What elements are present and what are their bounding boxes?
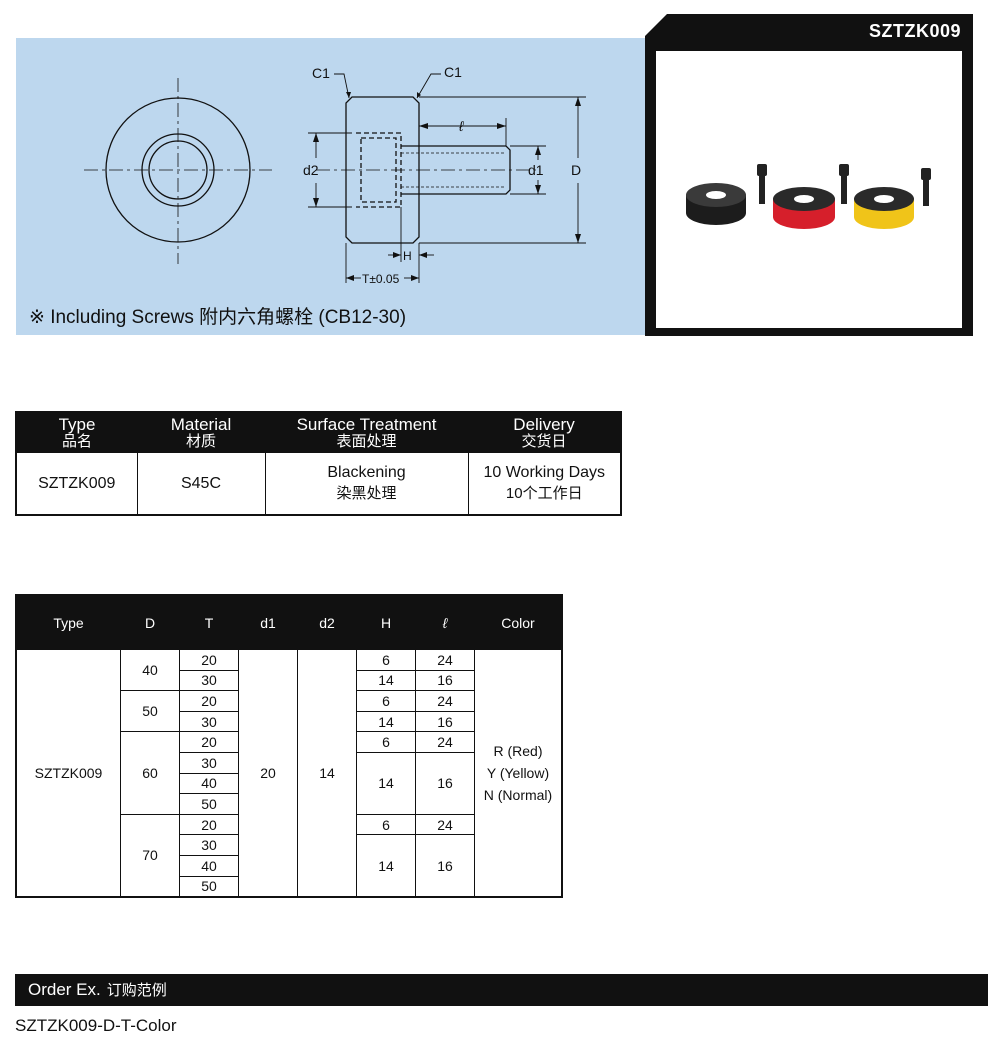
ell-label: ℓ [458, 118, 464, 134]
dim-ell: 16 [415, 834, 475, 898]
technical-drawing: C1 C1 ℓ d2 d1 D H T±0.05 [84, 64, 586, 286]
dim-H: 6 [356, 731, 416, 753]
dim-header-T: T [179, 595, 239, 650]
yellow-ring [854, 187, 914, 229]
dim-ell: 16 [415, 710, 475, 733]
black-screw-3 [921, 168, 931, 206]
spec-type: SZTZK009 [15, 452, 138, 516]
c1-right-label: C1 [444, 64, 462, 80]
dim-header-ell: ℓ [415, 595, 475, 650]
dim-colors: R (Red) Y (Yellow) N (Normal) [474, 649, 563, 898]
arrowheads [313, 92, 581, 281]
d1-label: d1 [528, 162, 544, 178]
spec-material: S45C [136, 452, 266, 516]
table-row: 30 14 16 [16, 669, 562, 692]
black-screw-1 [757, 164, 767, 204]
dim-header-H: H [356, 595, 416, 650]
dim-D: 50 [120, 690, 180, 733]
front-view [84, 78, 272, 264]
dim-T: 30 [179, 669, 239, 692]
dim-d1: 20 [238, 649, 298, 898]
table-row: 60 20 6 24 [16, 731, 562, 815]
black-screw-2 [839, 164, 849, 204]
dim-H: 6 [356, 649, 416, 671]
dim-H: 14 [356, 710, 416, 733]
dim-header-type: Type [15, 595, 121, 650]
dim-T: 20 [179, 731, 239, 753]
product-photo-frame: SZTZK009 [645, 14, 973, 336]
dim-T: 50 [179, 875, 239, 898]
dim-H: 14 [356, 834, 416, 898]
dimension-table: Type D T d1 d2 H ℓ Color SZTZK009 40 20 … [15, 594, 563, 899]
table-row: 30 14 16 [16, 710, 562, 733]
dim-T: 40 [179, 772, 239, 795]
table-row: 30 14 16 [16, 751, 562, 815]
dim-T: 30 [179, 710, 239, 733]
dim-ell: 24 [415, 690, 475, 712]
dim-T: 20 [179, 649, 239, 671]
order-title-en: Order Ex. [28, 980, 101, 999]
color-yellow: Y (Yellow) [486, 765, 550, 782]
table-row: 50 20 6 24 [16, 690, 562, 733]
dim-header-color: Color [474, 595, 562, 650]
dim-T: 20 [179, 813, 239, 836]
order-example-header: Order Ex. 订购范例 [15, 974, 988, 1006]
dim-header-d1: d1 [238, 595, 298, 650]
product-code-title: SZTZK009 [868, 21, 961, 41]
dim-header-d2: d2 [297, 595, 357, 650]
dim-header-D: D [120, 595, 180, 650]
dim-ell: 16 [415, 751, 475, 815]
dim-type: SZTZK009 [15, 649, 121, 898]
table-row: SZTZK009 40 20 20 14 6 24 R (Red) Y (Yel… [15, 648, 563, 898]
dim-D: 40 [120, 648, 180, 692]
rings-illustration [686, 164, 931, 229]
T-label: T±0.05 [362, 272, 400, 286]
table-row: 40 [16, 772, 562, 795]
product-photo [656, 51, 962, 328]
table-row: 30 14 16 [16, 834, 562, 898]
dim-T: 50 [179, 793, 239, 815]
c1-left-label: C1 [312, 65, 330, 81]
order-example-code: SZTZK009-D-T-Color [15, 1016, 177, 1035]
technical-drawing-panel: C1 C1 ℓ d2 d1 D H T±0.05 ※ Including Scr… [16, 38, 646, 335]
dim-D: 60 [120, 731, 180, 815]
table-row: 50 [16, 875, 562, 898]
dim-H: 14 [356, 751, 416, 815]
side-view [308, 73, 586, 283]
dim-D: 70 [120, 813, 180, 898]
dim-ell: 24 [415, 649, 475, 671]
dim-H: 14 [356, 669, 416, 692]
dim-ell: 16 [415, 669, 475, 692]
dim-T: 30 [179, 834, 239, 856]
D-label: D [571, 162, 581, 178]
color-normal: N (Normal) [483, 787, 553, 804]
red-ring [773, 187, 835, 229]
dim-T: 30 [179, 751, 239, 774]
H-label: H [403, 249, 412, 263]
black-ring [686, 183, 746, 225]
dim-d2: 14 [297, 649, 357, 898]
order-title-zh: 订购范例 [106, 982, 167, 999]
color-red: R (Red) [493, 743, 543, 760]
dim-T: 20 [179, 690, 239, 712]
dim-ell: 24 [415, 731, 475, 753]
dim-H: 6 [356, 690, 416, 712]
dim-T: 40 [179, 854, 239, 877]
screw-note: ※ Including Screws 附内六角螺栓 (CB12-30) [29, 307, 407, 328]
dim-H: 6 [356, 813, 416, 836]
d2-label: d2 [303, 162, 319, 178]
dim-ell: 24 [415, 813, 475, 836]
